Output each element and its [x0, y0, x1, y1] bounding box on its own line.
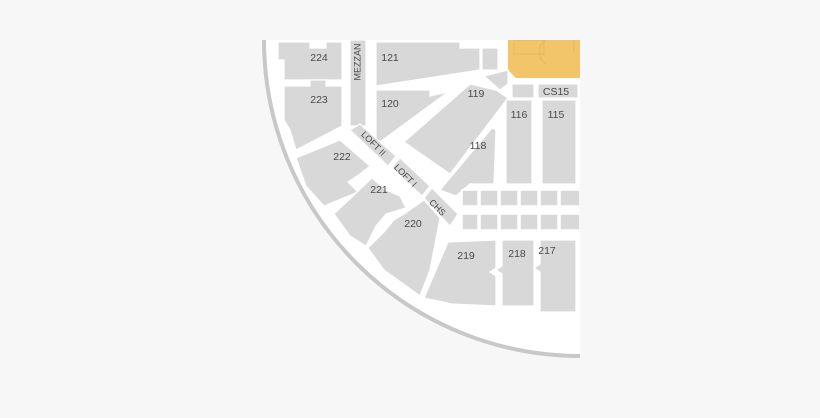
section-217[interactable]	[532, 239, 577, 313]
court	[508, 40, 580, 78]
suite-box[interactable]	[539, 213, 559, 231]
arena-bowl	[264, 40, 580, 356]
label-115: 115	[548, 109, 565, 121]
section-221[interactable]	[333, 177, 407, 247]
section-box-top-1[interactable]	[481, 47, 499, 71]
label-224: 224	[310, 52, 328, 64]
section-box-mid-1[interactable]	[511, 83, 535, 99]
label-223: 223	[310, 94, 328, 106]
section-218[interactable]	[494, 239, 535, 307]
suite-box[interactable]	[499, 189, 519, 207]
label-218: 218	[508, 248, 526, 260]
suite-box[interactable]	[519, 213, 539, 231]
suites-row-1	[461, 189, 580, 207]
section-119[interactable]	[403, 83, 509, 175]
section-121[interactable]	[375, 41, 481, 87]
loft-ii-strip[interactable]	[349, 123, 397, 167]
label-cs15: CS15	[543, 86, 569, 98]
section-223[interactable]	[283, 79, 343, 151]
suite-box[interactable]	[559, 189, 580, 207]
section-118[interactable]	[438, 127, 497, 197]
section-220[interactable]	[367, 199, 441, 297]
label-221: 221	[370, 184, 388, 196]
section-cs15[interactable]	[537, 83, 579, 99]
label-222: 222	[333, 151, 351, 163]
section-box-mid-2[interactable]	[482, 69, 509, 91]
label-119: 119	[468, 88, 485, 100]
chs-strip[interactable]	[423, 187, 459, 227]
suite-box[interactable]	[479, 213, 499, 231]
suite-box[interactable]	[499, 213, 519, 231]
suite-box[interactable]	[461, 213, 479, 231]
suite-box[interactable]	[519, 189, 539, 207]
section-116[interactable]	[505, 99, 533, 185]
suite-box[interactable]	[559, 213, 580, 231]
section-222[interactable]	[295, 139, 371, 207]
suite-box[interactable]	[539, 189, 559, 207]
label-mezzanine: MEZZAN	[352, 44, 362, 81]
label-120: 120	[381, 98, 399, 110]
label-219: 219	[457, 250, 475, 262]
label-217: 217	[538, 245, 556, 257]
suite-box[interactable]	[479, 189, 499, 207]
label-220: 220	[404, 218, 422, 230]
section-219[interactable]	[423, 239, 497, 307]
section-115[interactable]	[541, 99, 577, 185]
arena-outer-ring	[262, 39, 581, 358]
label-116: 116	[511, 109, 528, 121]
section-224[interactable]	[277, 41, 343, 81]
label-118: 118	[470, 140, 487, 152]
loft-i-strip[interactable]	[391, 157, 431, 197]
label-121: 121	[381, 52, 399, 64]
suite-box[interactable]	[461, 189, 479, 207]
suites-row-2	[461, 213, 580, 231]
